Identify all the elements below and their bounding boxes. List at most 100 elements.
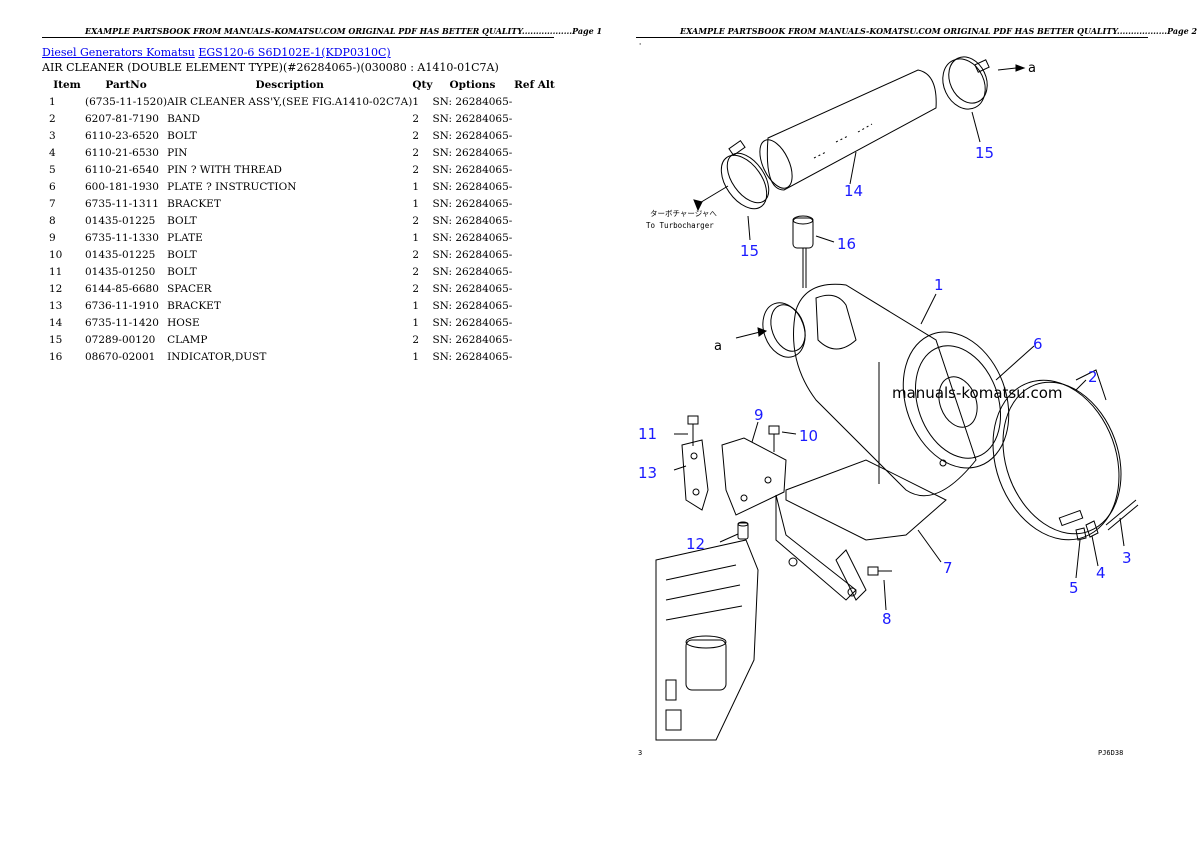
cell-item: 2 xyxy=(49,112,56,125)
cell-partno: 01435-01250 xyxy=(85,265,156,278)
callout-11: 11 xyxy=(638,425,657,443)
cell-options: SN: 26284065- xyxy=(432,214,513,227)
corner-mark-bottom-left: 3 xyxy=(638,749,642,757)
cell-partno: 6110-21-6540 xyxy=(85,163,159,176)
cell-options: SN: 26284065- xyxy=(432,197,513,210)
cell-item: 16 xyxy=(49,350,63,363)
cell-refalt xyxy=(512,348,556,365)
cell-refalt xyxy=(512,229,556,246)
watermark-text: manuals-komatsu.com xyxy=(892,384,1063,402)
callout-12: 12 xyxy=(686,535,705,553)
callout-5: 5 xyxy=(1069,579,1079,597)
cell-qty: 1 xyxy=(412,299,420,312)
breadcrumb-link-model[interactable]: EGS120-6 S6D102E-1(KDP0310C) xyxy=(198,46,391,59)
bracket-part-13 xyxy=(681,439,709,511)
cell-partno: 6735-11-1311 xyxy=(85,197,159,210)
band-part-2 xyxy=(992,369,1122,541)
cell-description: BAND xyxy=(167,112,200,125)
cell-item: 4 xyxy=(49,146,56,159)
cell-qty: 2 xyxy=(412,129,420,142)
col-header-qty: Qty xyxy=(412,78,433,91)
spacer-part-12 xyxy=(737,521,749,540)
dust-indicator-part-16 xyxy=(792,215,814,288)
cell-description: BOLT xyxy=(167,214,197,227)
breadcrumb: Diesel Generators Komatsu EGS120-6 S6D10… xyxy=(42,46,391,59)
cell-partno: 6110-23-6520 xyxy=(85,129,159,142)
cell-refalt xyxy=(512,263,556,280)
hose-part-14 xyxy=(759,69,937,191)
callout-4: 4 xyxy=(1096,564,1106,582)
cell-description: CLAMP xyxy=(167,333,208,346)
cell-partno: 600-181-1930 xyxy=(85,180,159,193)
bolt-part-10 xyxy=(768,425,780,452)
cell-options: SN: 26284065- xyxy=(432,248,513,261)
cell-refalt xyxy=(512,314,556,331)
cell-refalt xyxy=(512,331,556,348)
cell-qty: 1 xyxy=(412,197,420,210)
cell-partno: 01435-01225 xyxy=(85,248,156,261)
cell-description: BOLT xyxy=(167,248,197,261)
cell-refalt xyxy=(512,297,556,314)
cell-item: 10 xyxy=(49,248,63,261)
breadcrumb-link-category[interactable]: Diesel Generators Komatsu xyxy=(42,46,195,59)
cell-item: 1 xyxy=(49,95,56,108)
exploded-parts-diagram: ' xyxy=(638,42,1139,757)
cell-item: 8 xyxy=(49,214,56,227)
cell-qty: 2 xyxy=(412,282,420,295)
cell-description: PIN ? WITH THREAD xyxy=(167,163,282,176)
cell-item: 7 xyxy=(49,197,56,210)
callout-6: 6 xyxy=(1033,335,1043,353)
cell-options: SN: 26284065- xyxy=(432,231,513,244)
callout-2: 2 xyxy=(1088,368,1098,386)
cell-qty: 2 xyxy=(412,248,420,261)
cell-qty: 1 xyxy=(412,95,420,108)
cell-qty: 2 xyxy=(412,112,420,125)
cell-qty: 2 xyxy=(412,265,420,278)
cell-item: 5 xyxy=(49,163,56,176)
cell-options: SN: 26284065- xyxy=(432,180,513,193)
cell-options: SN: 26284065- xyxy=(432,95,513,108)
cell-description: SPACER xyxy=(167,282,212,295)
cell-options: SN: 26284065- xyxy=(432,333,513,346)
parts-table: Item PartNo Description Qty Options Ref … xyxy=(42,76,556,365)
air-cleaner-body-part-1 xyxy=(762,283,1010,497)
table-header-row: Item PartNo Description Qty Options Ref … xyxy=(42,76,556,93)
bolt-part-8 xyxy=(867,566,892,576)
arrow-label-a-top: a xyxy=(1028,61,1036,76)
cell-partno: 6207-81-7190 xyxy=(85,112,159,125)
clamp-part-15-top xyxy=(942,56,990,110)
turbo-label-jp: ターボチャージャへ xyxy=(650,209,717,218)
cell-description: PLATE xyxy=(167,231,203,244)
arrow-label-a-left: a xyxy=(714,339,722,354)
cell-partno: 6144-85-6680 xyxy=(85,282,159,295)
callout-7: 7 xyxy=(943,559,953,577)
flow-arrow-left xyxy=(735,327,768,339)
cell-partno: 08670-02001 xyxy=(85,350,156,363)
header-rule-right xyxy=(636,37,1148,38)
corner-mark-top-left: ' xyxy=(638,42,642,50)
cell-options: SN: 26284065- xyxy=(432,299,513,312)
cell-description: PLATE ? INSTRUCTION xyxy=(167,180,297,193)
cell-item: 13 xyxy=(49,299,63,312)
cell-qty: 2 xyxy=(412,163,420,176)
cell-qty: 1 xyxy=(412,316,420,329)
cell-partno: 6736-11-1910 xyxy=(85,299,159,312)
cell-item: 3 xyxy=(49,129,56,142)
bracket-part-7 xyxy=(775,459,947,601)
callout-16: 16 xyxy=(837,235,856,253)
callout-1: 1 xyxy=(934,276,944,294)
callout-14: 14 xyxy=(844,182,863,200)
cell-options: SN: 26284065- xyxy=(432,316,513,329)
cell-options: SN: 26284065- xyxy=(432,282,513,295)
cell-refalt xyxy=(512,161,556,178)
cell-description: BOLT xyxy=(167,265,197,278)
cell-item: 9 xyxy=(49,231,56,244)
